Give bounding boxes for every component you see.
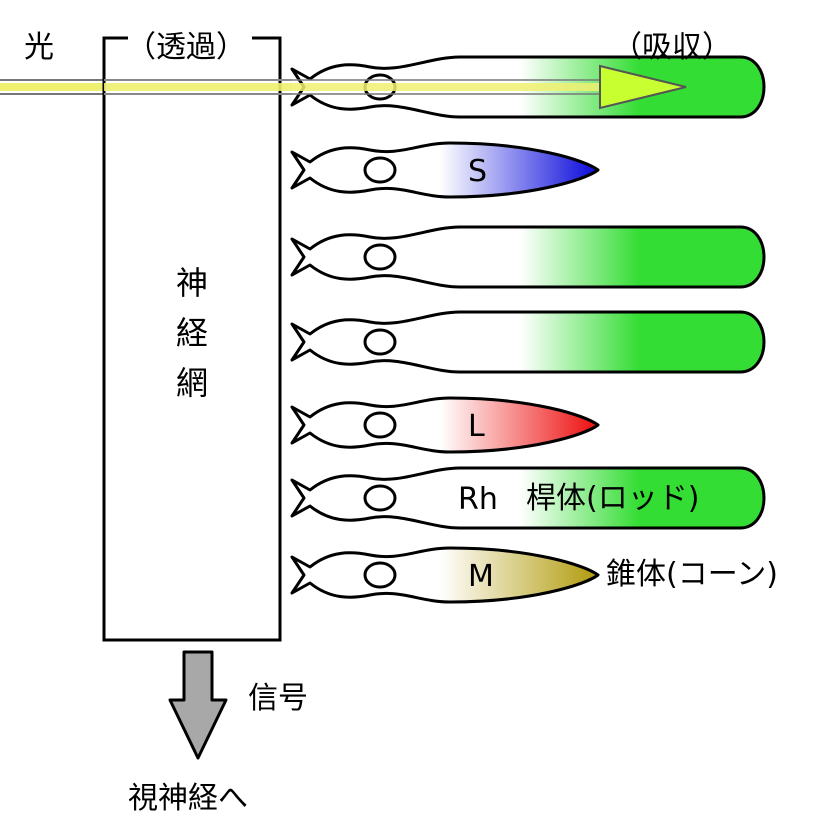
cone-cell-5: L [290, 396, 600, 454]
cone-type-label: 錐体(コーン) [606, 557, 778, 592]
cell-nucleus [363, 561, 397, 589]
light-beam-into-rod [292, 64, 687, 110]
light-beam-left [0, 79, 104, 95]
to-optic-nerve-label: 視神経へ [128, 781, 248, 816]
cone-cell-7: M [290, 546, 600, 604]
cell-body [290, 466, 766, 530]
neural-network-box [102, 36, 282, 642]
cell-nucleus [363, 243, 397, 271]
cell-body [290, 225, 766, 289]
neural-network-char-1: 神 [176, 264, 208, 302]
cell-nucleus [363, 156, 397, 184]
light-beam-through-network [104, 79, 292, 95]
cell-label: S [468, 154, 487, 189]
light-label: 光 [24, 30, 54, 65]
neural-network-char-3: 網 [176, 364, 208, 402]
signal-arrow [168, 650, 228, 760]
rod-cell-6: Rh [290, 466, 766, 530]
transmission-label: （透過） [126, 30, 246, 65]
cell-body [290, 310, 766, 374]
absorption-label: （吸収） [612, 30, 732, 65]
rod-type-label: 桿体(ロッド) [526, 481, 699, 516]
signal-label: 信号 [248, 681, 308, 716]
cell-label: L [468, 409, 485, 444]
cell-body [290, 141, 600, 199]
cone-cell-2: S [290, 141, 600, 199]
cell-body [290, 546, 600, 604]
rod-cell-4 [290, 310, 766, 374]
cell-label: Rh [458, 482, 498, 517]
rod-cell-3 [290, 225, 766, 289]
photoreceptor-cells: S L RhM [290, 55, 766, 604]
cell-label: M [468, 559, 494, 594]
light-arrow-head [599, 64, 687, 110]
neural-network-char-2: 経 [176, 314, 208, 352]
cell-nucleus [363, 484, 397, 512]
cell-nucleus [363, 328, 397, 356]
cell-body [290, 396, 600, 454]
cell-nucleus [363, 411, 397, 439]
